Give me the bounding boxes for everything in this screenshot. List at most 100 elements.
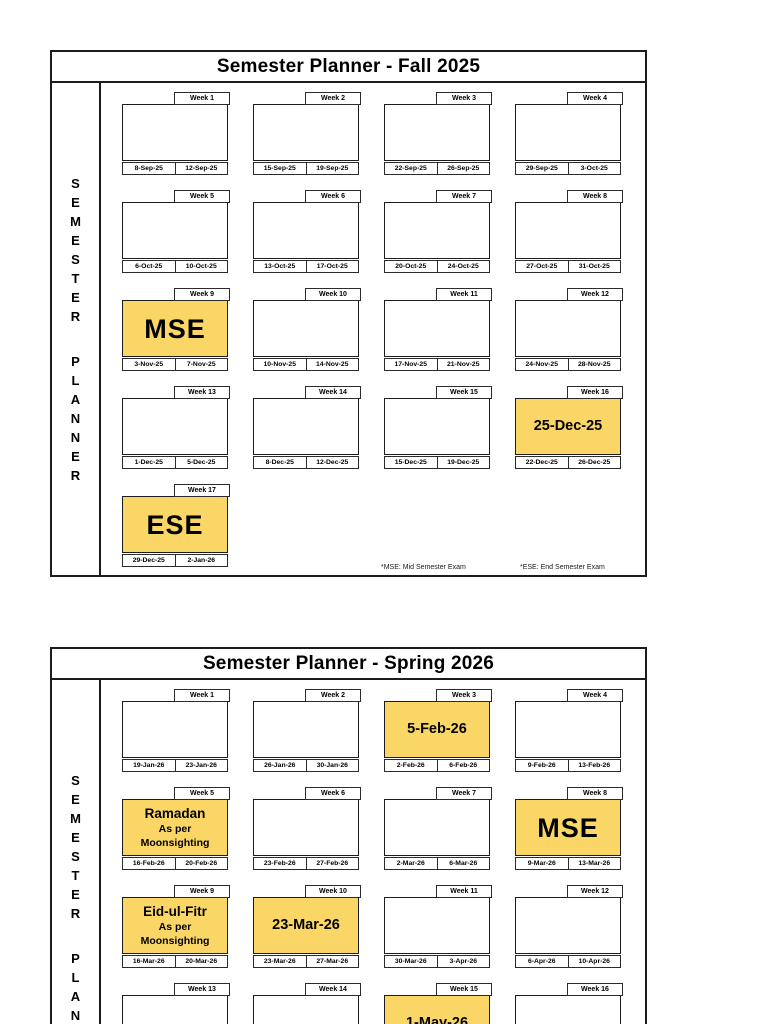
week-start-date: 3-Nov-25 (122, 358, 176, 371)
week-end-date: 31-Oct-25 (567, 260, 621, 273)
sidebar-letter: M (70, 810, 81, 826)
week-start-date: 16-Mar-26 (122, 955, 176, 968)
sidebar-letter: E (71, 289, 80, 305)
week-start-date: 1-Dec-25 (122, 456, 176, 469)
sidebar-letter: S (71, 772, 80, 788)
week-label: Week 6 (305, 787, 361, 800)
week-note: 23-Mar-26 (272, 917, 340, 933)
week-label: Week 3 (436, 689, 492, 702)
week-end-date: 21-Nov-25 (436, 358, 490, 371)
week-label: Week 1 (174, 689, 230, 702)
week-label: Week 2 (305, 689, 361, 702)
sidebar-letter: S (71, 848, 80, 864)
sidebar-letter: L (71, 372, 80, 388)
week-start-date: 24-Nov-25 (515, 358, 569, 371)
sidebar-letter: E (71, 829, 80, 845)
week-end-date: 20-Mar-26 (174, 955, 228, 968)
week-label: Week 12 (567, 885, 623, 898)
sidebar-letter: R (70, 467, 81, 483)
week-box (515, 701, 621, 758)
week-box: ESE (122, 496, 228, 553)
week-note: ESE (146, 509, 204, 540)
sidebar-letter: S (71, 175, 80, 191)
week-end-date: 17-Oct-25 (305, 260, 359, 273)
sidebar-letter: E (71, 232, 80, 248)
sidebar-letter: E (71, 448, 80, 464)
week-start-date: 6-Apr-26 (515, 955, 569, 968)
week-box: 25-Dec-25 (515, 398, 621, 455)
week-label: Week 5 (174, 190, 230, 203)
week-note: MSE (144, 313, 206, 344)
week-start-date: 30-Mar-26 (384, 955, 438, 968)
week-label: Week 11 (436, 885, 492, 898)
week-label: Week 4 (567, 92, 623, 105)
week-box (384, 300, 490, 357)
week-end-date: 10-Apr-26 (567, 955, 621, 968)
week-label: Week 10 (305, 288, 361, 301)
week-box (384, 799, 490, 856)
week-box (253, 398, 359, 455)
week-start-date: 19-Jan-26 (122, 759, 176, 772)
week-note: MSE (537, 812, 599, 843)
sidebar-letter: A (70, 391, 81, 407)
sidebar-letter: R (70, 905, 81, 921)
page-title: Semester Planner - Spring 2026 (52, 649, 645, 680)
week-box (253, 300, 359, 357)
week-end-date: 24-Oct-25 (436, 260, 490, 273)
week-box (515, 897, 621, 954)
sidebar-letter: E (71, 791, 80, 807)
sidebar-letter: R (70, 308, 81, 324)
week-start-date: 20-Oct-25 (384, 260, 438, 273)
week-end-date: 10-Oct-25 (174, 260, 228, 273)
week-label: Week 8 (567, 190, 623, 203)
week-start-date: 23-Feb-26 (253, 857, 307, 870)
week-start-date: 26-Jan-26 (253, 759, 307, 772)
week-end-date: 3-Oct-25 (567, 162, 621, 175)
week-box (253, 995, 359, 1024)
week-end-date: 14-Nov-25 (305, 358, 359, 371)
sidebar-letter: E (71, 886, 80, 902)
sidebar-letter: N (70, 429, 81, 445)
sidebar-letter: T (71, 867, 80, 883)
week-end-date: 12-Sep-25 (174, 162, 228, 175)
week-note: As per (158, 920, 192, 933)
week-start-date: 22-Sep-25 (384, 162, 438, 175)
